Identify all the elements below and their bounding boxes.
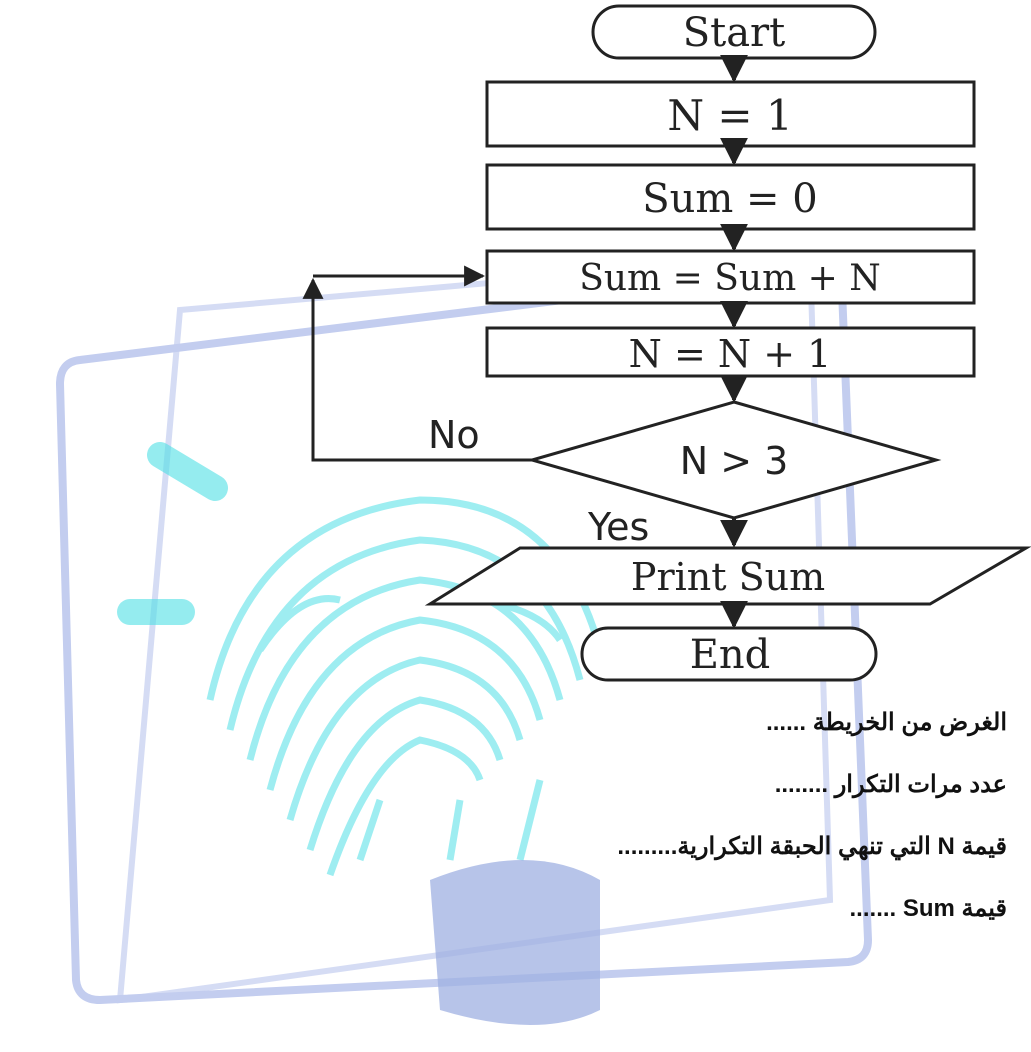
process-n-init-label: N = 1 [667,91,792,140]
question-final-n: قيمة N التي تنهي الحبقة التكرارية.......… [617,833,1007,860]
end-label: End [690,632,771,678]
watermark-ray-upper [147,442,228,501]
process-sum-init: Sum = 0 [485,163,976,231]
process-sum-init-label: Sum = 0 [642,176,818,222]
start-label: Start [683,10,786,56]
output-label: Print Sum [631,555,825,599]
process-sum-update: Sum = Sum + N [485,249,976,305]
no-label: No [428,413,480,457]
process-n-init: N = 1 [485,80,976,148]
decision-label: N > 3 [680,439,789,483]
question-purpose: الغرض من الخريطة ...... [766,709,1007,736]
process-n-update: N = N + 1 [485,326,976,378]
arrow-no-loop [302,277,532,462]
question-iterations: عدد مرات التكرار ........ [774,771,1007,798]
process-sum-update-label: Sum = Sum + N [579,258,881,299]
start-terminal: Start [591,4,877,60]
watermark-bulb-base [430,860,600,1025]
decision-n-greater-3: N > 3 [526,400,942,520]
end-terminal: End [580,626,878,682]
question-sum: قيمة Sum ....... [849,895,1007,922]
yes-label: Yes [587,505,649,549]
question-list: الغرض من الخريطة ...... عدد مرات التكرار… [617,706,1007,954]
process-n-update-label: N = N + 1 [629,332,832,376]
output-print-sum: Print Sum [424,546,1031,606]
